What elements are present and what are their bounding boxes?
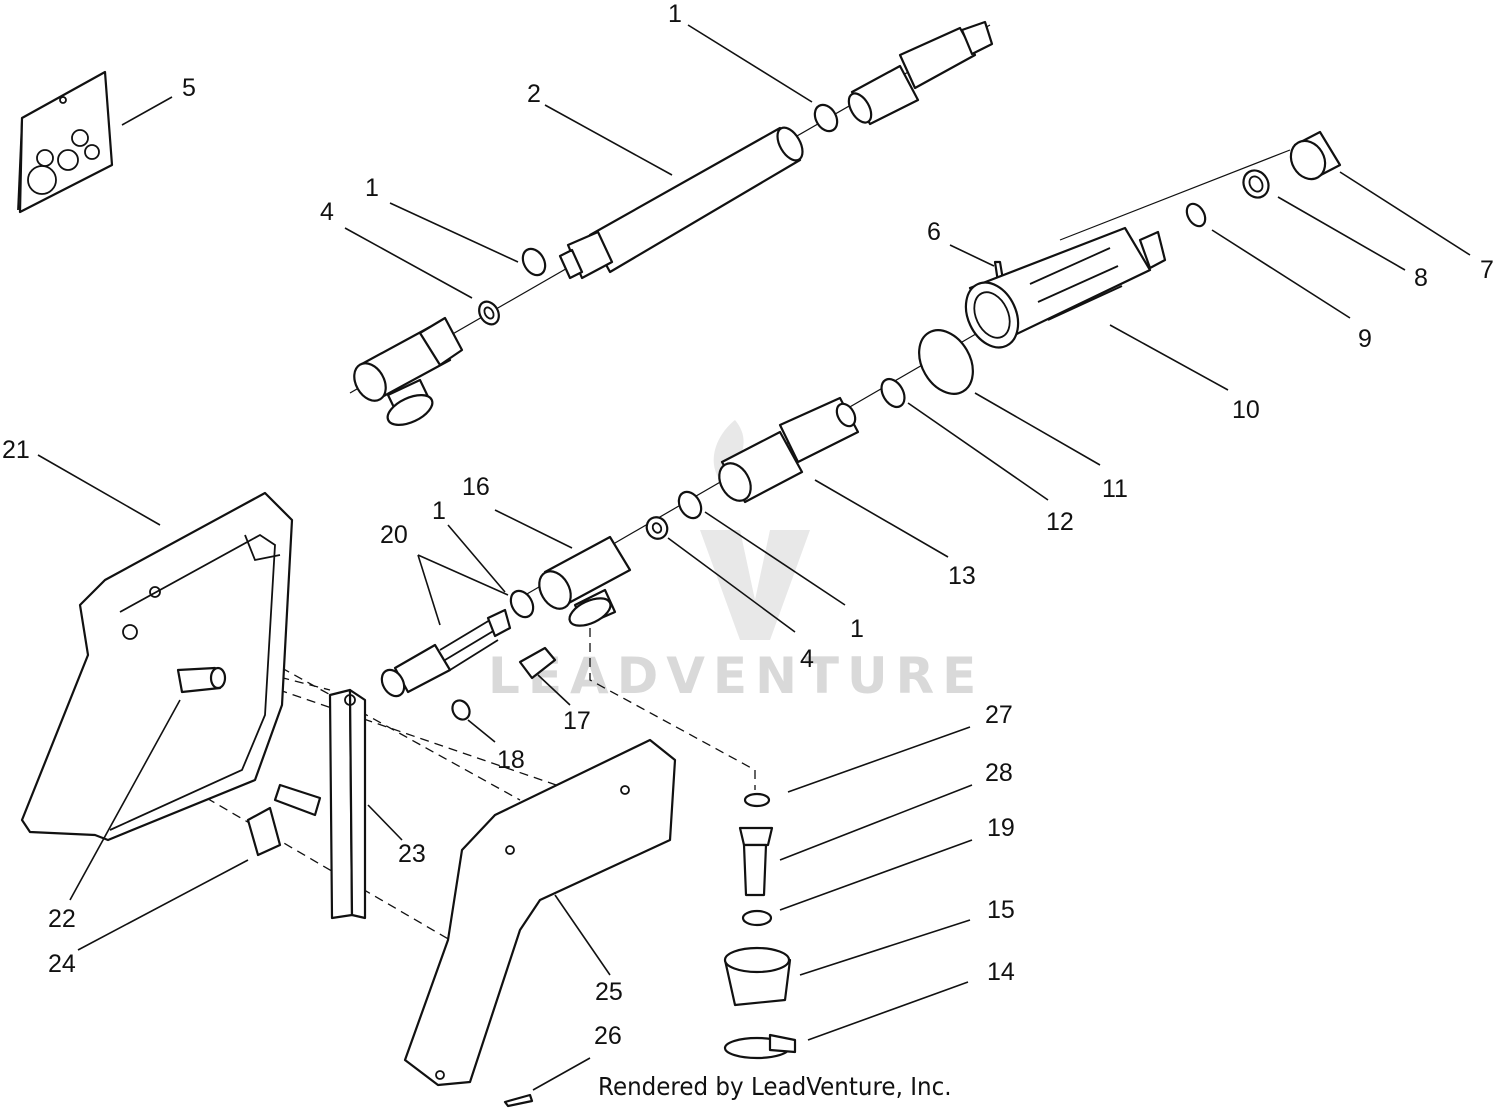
hose-clamp [723, 1033, 797, 1060]
callout-8: 8 [1414, 264, 1428, 292]
rear-bushing [1242, 169, 1270, 199]
left-handle-half [20, 491, 294, 842]
o-ring-rear [1185, 202, 1207, 228]
callout-2: 2 [527, 80, 541, 108]
callout-19: 19 [987, 814, 1015, 842]
callout-6: 6 [927, 218, 941, 246]
extension-tube [558, 126, 804, 280]
callout-4: 4 [800, 645, 814, 673]
callout-12: 12 [1046, 508, 1074, 536]
callout-25: 25 [595, 978, 623, 1006]
callout-18: 18 [497, 746, 525, 774]
rear-nut [1289, 130, 1342, 181]
callout-1: 1 [432, 497, 446, 525]
callout-1: 1 [850, 615, 864, 643]
callout-23: 23 [398, 840, 426, 868]
callout-20: 20 [380, 521, 408, 549]
washer-upper [478, 300, 500, 326]
callout-27: 27 [985, 701, 1013, 729]
o-ring-19 [741, 909, 773, 927]
trigger-lever [328, 688, 367, 920]
callout-5: 5 [182, 74, 196, 102]
body-sleeve [964, 226, 1167, 349]
callout-14: 14 [987, 958, 1015, 986]
rear-axis-line [1059, 149, 1291, 241]
valve-spring-assembly [380, 608, 512, 698]
small-o-ring [880, 377, 906, 409]
right-handle-half [403, 738, 677, 1087]
callout-1: 1 [365, 174, 379, 202]
o-ring-27 [743, 792, 771, 808]
hex-nut [723, 946, 792, 1007]
callout-7: 7 [1480, 256, 1494, 284]
callout-4: 4 [320, 198, 334, 226]
upper-valve-stem [847, 20, 994, 126]
footer-credit: Rendered by LeadVenture, Inc. [598, 1072, 952, 1101]
o-ring-upper-left [521, 247, 547, 277]
valve-cone [518, 646, 557, 680]
callout-9: 9 [1358, 325, 1372, 353]
callout-10: 10 [1232, 396, 1260, 424]
callout-26: 26 [594, 1022, 622, 1050]
callout-leaders [37, 24, 1471, 1091]
handle-screw [503, 1093, 534, 1108]
callout-24: 24 [48, 950, 76, 978]
small-bushing [451, 699, 471, 721]
watermark-text: LEADVENTURE [488, 647, 984, 705]
o-ring-upper-right [813, 103, 839, 133]
lower-valve-stem [718, 396, 860, 504]
washer-middle [645, 516, 669, 540]
upper-tee-fitting [353, 316, 464, 426]
handle-dash-line-4 [249, 679, 601, 801]
callout-1: 1 [668, 0, 682, 28]
callout-28: 28 [985, 759, 1013, 787]
callout-15: 15 [987, 896, 1015, 924]
callout-21: 21 [2, 436, 30, 464]
seal-kit-bag [17, 70, 114, 214]
callout-11: 11 [1102, 475, 1128, 503]
o-ring-middle [677, 490, 703, 520]
trigger-pin [176, 666, 227, 694]
o-ring-lower [509, 589, 535, 619]
handle-dash-line-3 [89, 729, 451, 941]
large-o-ring [918, 329, 974, 395]
callout-22: 22 [48, 905, 76, 933]
callout-17: 17 [563, 707, 591, 735]
callout-13: 13 [948, 562, 976, 590]
hose-barb-fitting [738, 826, 774, 897]
lever-pin [246, 783, 322, 857]
callout-16: 16 [462, 473, 490, 501]
lower-tee-fitting [538, 535, 632, 627]
